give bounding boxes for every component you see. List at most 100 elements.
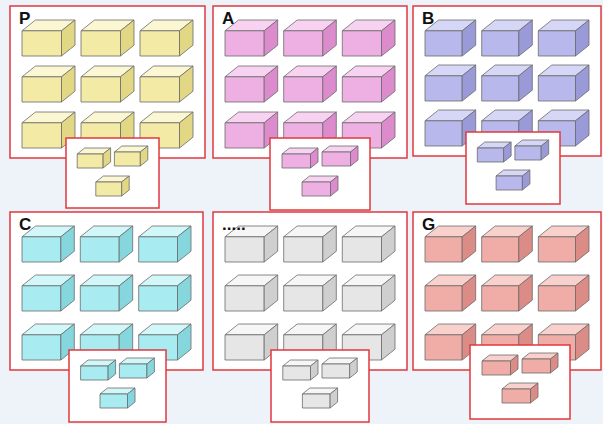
brick-front xyxy=(342,77,381,102)
brick xyxy=(284,226,337,262)
brick-front xyxy=(81,77,121,102)
inset-border xyxy=(66,138,159,208)
panel-border xyxy=(213,212,407,370)
brick-side xyxy=(323,20,337,56)
brick-side xyxy=(576,324,590,360)
brick xyxy=(482,65,533,101)
brick-front xyxy=(77,154,103,168)
brick-side xyxy=(462,226,476,262)
brick xyxy=(482,355,518,375)
panel-border xyxy=(10,6,205,158)
brick-front xyxy=(538,286,575,311)
brick-side xyxy=(178,324,192,360)
brick-front xyxy=(22,286,61,311)
brick xyxy=(80,226,132,262)
panel: G xyxy=(413,212,601,370)
brick-front xyxy=(482,76,519,101)
brick xyxy=(282,148,318,168)
brick-side xyxy=(264,20,278,56)
brick-front xyxy=(342,286,381,311)
brick-side xyxy=(519,275,533,311)
brick-front xyxy=(22,123,62,148)
panel-border xyxy=(10,212,203,370)
brick xyxy=(139,226,191,262)
brick-side xyxy=(382,112,396,148)
brick-side xyxy=(351,146,359,166)
brick-side xyxy=(382,226,396,262)
panel-label: ..... xyxy=(222,216,246,235)
brick xyxy=(225,66,278,102)
brick-side xyxy=(551,353,559,373)
brick xyxy=(342,20,395,56)
brick-side xyxy=(504,142,512,162)
inset-border xyxy=(466,132,560,204)
panel-art xyxy=(10,6,205,208)
brick-front xyxy=(482,361,511,375)
panel-art xyxy=(413,212,601,419)
brick-side xyxy=(323,226,337,262)
inset-border xyxy=(270,138,370,210)
brick xyxy=(342,66,395,102)
brick-side xyxy=(62,20,76,56)
brick xyxy=(322,358,357,378)
inset-border xyxy=(69,350,166,422)
brick xyxy=(482,275,533,311)
brick-front xyxy=(140,31,180,56)
brick-front xyxy=(538,237,575,262)
brick-front xyxy=(80,237,119,262)
panel-label: P xyxy=(19,10,30,29)
brick xyxy=(425,65,476,101)
panel: P xyxy=(10,6,205,158)
brick-side xyxy=(350,358,358,378)
brick-front xyxy=(322,364,350,378)
panel: A xyxy=(213,6,407,158)
brick-front xyxy=(482,237,519,262)
brick xyxy=(139,275,191,311)
brick-side xyxy=(119,275,133,311)
brick-side xyxy=(311,148,319,168)
brick xyxy=(302,388,337,408)
brick-side xyxy=(576,65,590,101)
brick-front xyxy=(496,176,522,190)
brick-side xyxy=(62,66,76,102)
brick-side xyxy=(541,140,549,160)
brick-front xyxy=(302,394,330,408)
panel-art xyxy=(213,6,407,210)
brick-side xyxy=(519,226,533,262)
brick-front xyxy=(425,31,462,56)
brick-front xyxy=(477,148,503,162)
brick-front xyxy=(425,335,462,360)
brick-side xyxy=(128,388,136,408)
brick-side xyxy=(382,66,396,102)
brick-side xyxy=(323,275,337,311)
brick-front xyxy=(425,76,462,101)
brick-side xyxy=(264,275,278,311)
brick xyxy=(496,170,530,190)
brick-side xyxy=(180,66,194,102)
brick-side xyxy=(180,20,194,56)
brick-side xyxy=(121,20,135,56)
brick-side xyxy=(576,20,590,56)
brick-front xyxy=(81,31,121,56)
brick xyxy=(482,226,533,262)
brick xyxy=(96,176,129,196)
brick-side xyxy=(462,65,476,101)
brick-side xyxy=(61,226,75,262)
brick-side xyxy=(462,275,476,311)
panel-border xyxy=(213,6,407,158)
brick-front xyxy=(425,286,462,311)
brick xyxy=(425,275,476,311)
brick xyxy=(538,65,589,101)
panel: ..... xyxy=(213,212,407,370)
brick-front xyxy=(342,237,381,262)
brick-side xyxy=(323,66,337,102)
brick-side xyxy=(121,66,135,102)
brick-side xyxy=(462,20,476,56)
brick xyxy=(425,324,476,360)
brick xyxy=(538,226,589,262)
brick-front xyxy=(425,121,462,146)
brick-front xyxy=(322,152,351,166)
brick xyxy=(81,360,116,380)
brick-side xyxy=(511,355,519,375)
